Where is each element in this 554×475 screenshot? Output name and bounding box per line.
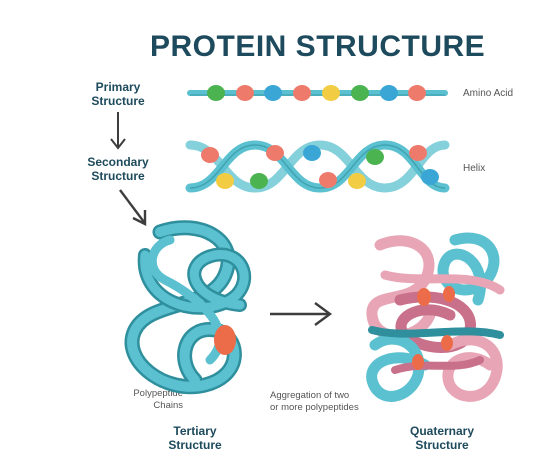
helix bbox=[185, 140, 450, 193]
amino-acid-bead bbox=[293, 85, 311, 101]
secondary-label-line2: Structure bbox=[91, 169, 145, 183]
quaternary-label-line1: Quaternary bbox=[409, 424, 475, 438]
primary-to-secondary-arrowhead bbox=[110, 138, 126, 150]
helix-bead bbox=[303, 145, 321, 161]
helix-bead bbox=[216, 173, 234, 189]
tertiary-active-site bbox=[214, 325, 236, 355]
amino-acid-bead bbox=[408, 85, 426, 101]
helix-bead bbox=[366, 149, 384, 165]
amino-acid-label: Amino Acid bbox=[463, 88, 514, 99]
secondary-to-tertiary-arrowhead bbox=[132, 210, 147, 226]
helix-bead bbox=[348, 173, 366, 189]
primary-label-line2: Structure bbox=[91, 94, 145, 108]
amino-acid-bead bbox=[351, 85, 369, 101]
helix-label: Helix bbox=[463, 163, 486, 174]
tertiary-label-line2: Structure bbox=[168, 438, 222, 452]
amino-acid-bead bbox=[207, 85, 225, 101]
amino-acid-bead bbox=[236, 85, 254, 101]
helix-bead bbox=[319, 172, 337, 188]
tertiary-structure bbox=[124, 220, 252, 395]
secondary-structure-label: Secondary Structure bbox=[74, 155, 162, 183]
primary-chain bbox=[187, 85, 448, 101]
helix-bead bbox=[421, 169, 439, 185]
helix-bead bbox=[250, 173, 268, 189]
polypeptide-line1: Polypeptide bbox=[133, 388, 183, 399]
polypeptide-chains-label: Polypeptide Chains bbox=[113, 388, 183, 412]
secondary-to-tertiary-arrow bbox=[119, 189, 145, 223]
quaternary-active-site bbox=[417, 288, 431, 306]
tertiary-structure-label: Tertiary Structure bbox=[150, 424, 240, 452]
quaternary-label-line2: Structure bbox=[415, 438, 469, 452]
amino-acid-bead bbox=[380, 85, 398, 101]
amino-acid-bead bbox=[264, 85, 282, 101]
primary-structure-label: Primary Structure bbox=[78, 80, 158, 108]
helix-bead bbox=[409, 145, 427, 161]
primary-label-line1: Primary bbox=[95, 80, 141, 94]
helix-bead bbox=[201, 147, 219, 163]
aggregation-line2: or more polypeptides bbox=[270, 402, 359, 413]
page-title: PROTEIN STRUCTURE bbox=[150, 30, 486, 63]
secondary-label-line1: Secondary bbox=[87, 155, 149, 169]
amino-acid-bead bbox=[322, 85, 340, 101]
quaternary-structure bbox=[366, 232, 505, 402]
tertiary-label-line1: Tertiary bbox=[173, 424, 217, 438]
quaternary-active-site bbox=[443, 286, 455, 302]
quaternary-structure-label: Quaternary Structure bbox=[392, 424, 492, 452]
quaternary-active-site bbox=[412, 354, 424, 370]
polypeptide-line2: Chains bbox=[153, 400, 183, 411]
tertiary-to-quaternary-arrowhead bbox=[314, 302, 333, 326]
helix-bead bbox=[266, 145, 284, 161]
quaternary-active-site bbox=[441, 335, 453, 351]
aggregation-label: Aggregation of two or more polypeptides bbox=[270, 390, 390, 414]
aggregation-line1: Aggregation of two bbox=[270, 390, 350, 401]
